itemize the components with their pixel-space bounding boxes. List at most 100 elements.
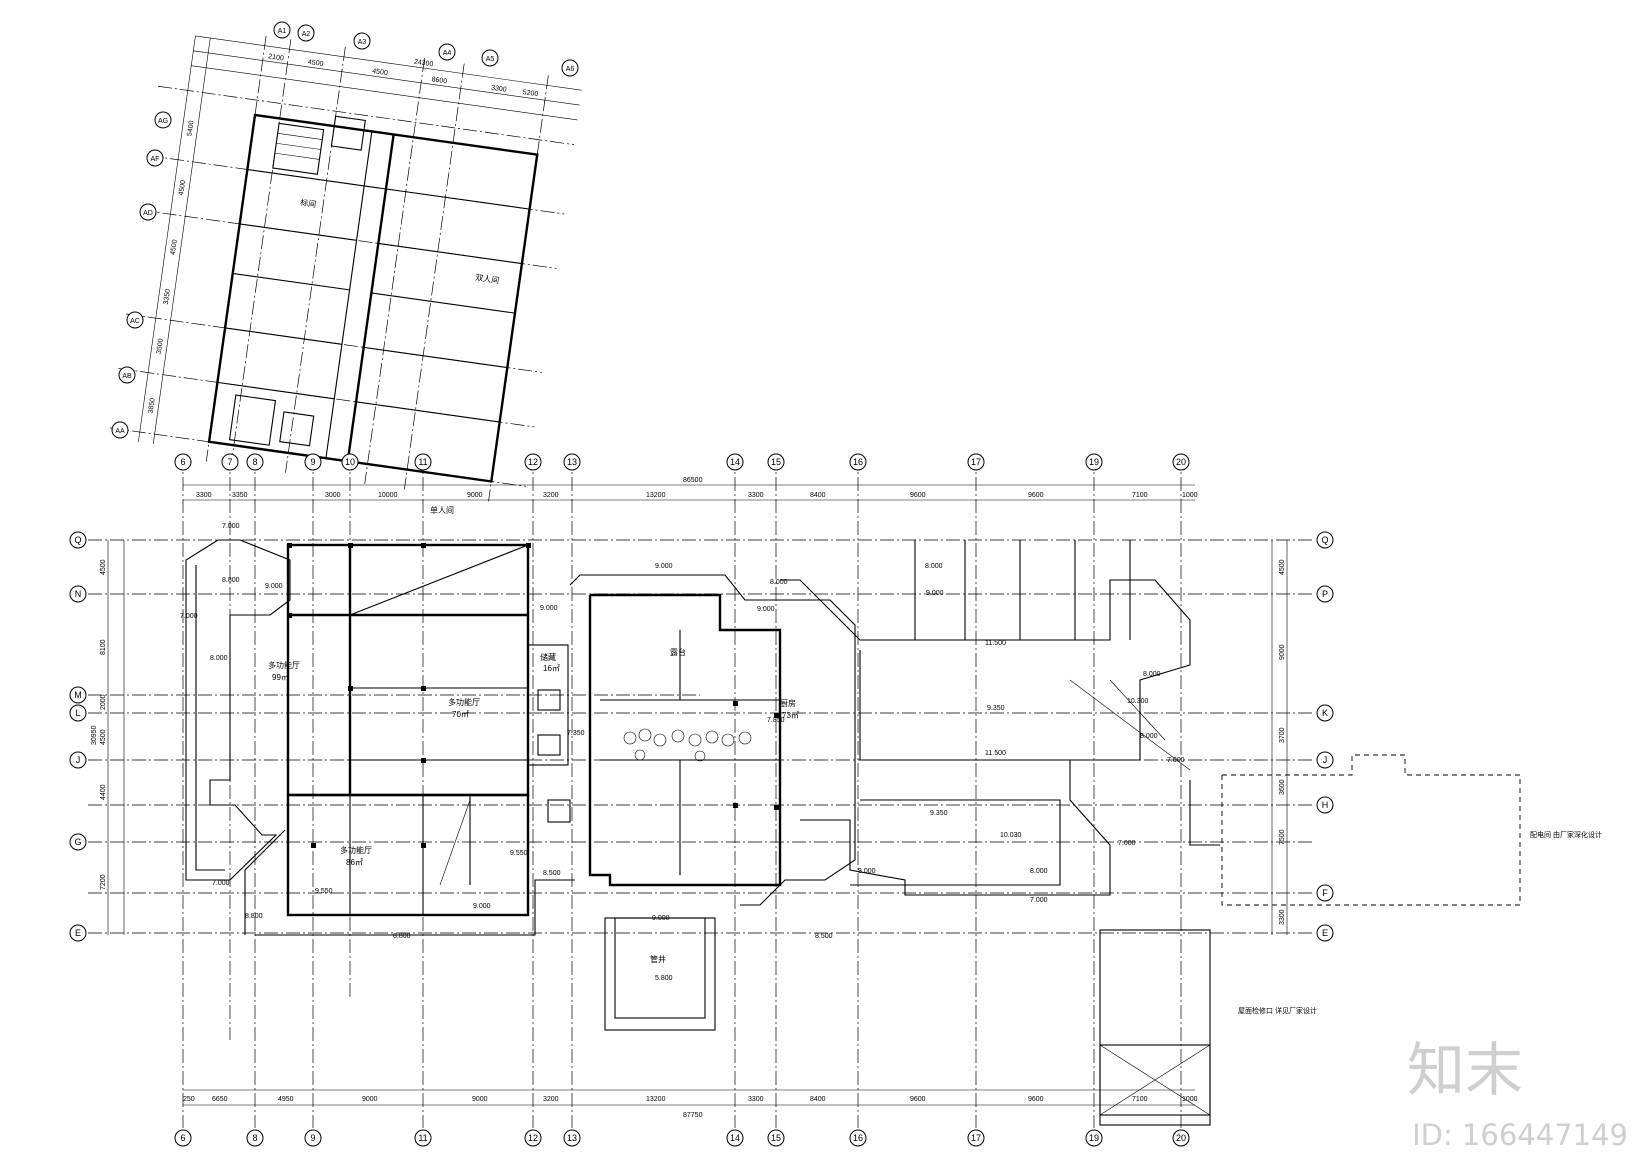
dimension-segment: 3200 xyxy=(543,492,559,499)
right-note: 配电间 由厂家深化设计 xyxy=(1530,830,1602,839)
room-label: 单人间 xyxy=(430,505,454,515)
grid-bubble: AB xyxy=(118,366,136,384)
dimension-segment: 1000 xyxy=(1182,1096,1198,1103)
dimension-segment: 5400 xyxy=(186,120,195,137)
svg-text:M: M xyxy=(74,690,82,700)
svg-text:Q: Q xyxy=(74,535,81,545)
grid-bubble: 15 xyxy=(767,453,785,471)
elevation-mark: 7.000 xyxy=(1118,840,1136,847)
grid-bubble: J xyxy=(1316,751,1334,769)
svg-text:17: 17 xyxy=(971,1133,981,1143)
svg-text:16: 16 xyxy=(853,1133,863,1143)
svg-text:G: G xyxy=(74,837,81,847)
grid-bubble: 19 xyxy=(1085,1129,1103,1147)
dimension-segment: 9000 xyxy=(362,1096,378,1103)
svg-text:N: N xyxy=(75,589,82,599)
dimension-total: 30950 xyxy=(91,725,98,745)
svg-text:A2: A2 xyxy=(302,31,311,38)
grid-bubble: 11 xyxy=(414,453,432,471)
svg-text:AG: AG xyxy=(158,118,168,125)
room-area: 16㎡ xyxy=(543,664,560,673)
svg-text:A6: A6 xyxy=(566,66,575,73)
grid-bubble: Q xyxy=(1316,531,1334,549)
grid-bubbles-right: Q P K J H F E xyxy=(1316,531,1334,942)
grid-bubble: M xyxy=(69,686,87,704)
elevation-mark: 8.000 xyxy=(1140,733,1158,740)
rotated-guestroom-wing xyxy=(109,35,582,502)
grid-bubble: K xyxy=(1316,704,1334,722)
dimension-segment: 3300 xyxy=(748,1096,764,1103)
svg-text:17: 17 xyxy=(971,457,981,467)
dimension-segment: 7200 xyxy=(100,874,107,890)
room-labels: 多功能厅 99㎡ 多功能厅 70㎡ 多功能厅 86㎡ 单人间 标间 双人间 储藏… xyxy=(268,197,799,964)
grid-bubble: A2 xyxy=(297,24,315,42)
elevation-mark: 9.000 xyxy=(926,590,944,597)
svg-text:L: L xyxy=(75,708,80,718)
grid-bubble: 6 xyxy=(174,453,192,471)
svg-text:AB: AB xyxy=(122,373,132,380)
svg-text:13: 13 xyxy=(567,457,577,467)
dimension-segment: 7500 xyxy=(1279,829,1286,845)
grid-bubble: J xyxy=(69,751,87,769)
dimension-segment: 13200 xyxy=(646,492,666,499)
dimension-segment: 8400 xyxy=(810,492,826,499)
grid-bubble: AG xyxy=(154,111,172,129)
grid-bubble: 8 xyxy=(246,453,264,471)
dimension-segment: 3850 xyxy=(147,397,156,414)
elevation-mark: 8.500 xyxy=(543,870,561,877)
grid-bubble: 9 xyxy=(304,453,322,471)
dimension-total: 24300 xyxy=(413,59,433,69)
svg-text:16: 16 xyxy=(853,457,863,467)
grid-bubbles-bottom: 6 8 9 11 12 13 14 15 16 17 19 20 xyxy=(174,1129,1190,1147)
dimension-segment: 2000 xyxy=(100,694,107,710)
grid-bubble: N xyxy=(69,585,87,603)
elevation-mark: 8.000 xyxy=(858,868,876,875)
svg-text:AC: AC xyxy=(130,318,140,325)
elevation-mark: 7.850 xyxy=(767,717,785,724)
elevation-mark: 7.000 xyxy=(212,880,230,887)
svg-text:J: J xyxy=(76,755,81,765)
dimension-segment: 3500 xyxy=(156,338,165,355)
grid-bubble: A3 xyxy=(353,32,371,50)
svg-text:AF: AF xyxy=(151,156,160,163)
elevation-mark: 7.000 xyxy=(1030,897,1048,904)
dimension-segment: 4500 xyxy=(1279,559,1286,575)
elevation-mark: 9.000 xyxy=(652,915,670,922)
svg-text:12: 12 xyxy=(528,457,538,467)
svg-text:A4: A4 xyxy=(443,50,452,57)
horizontal-axis-lines xyxy=(88,539,1315,934)
elevation-mark: 9.350 xyxy=(930,810,948,817)
dimension-segment: 1000 xyxy=(1182,492,1198,499)
dimension-segment: 9600 xyxy=(910,1096,926,1103)
annotation-notes: 配电间 由厂家深化设计 屋面检修口 详见厂家设计 xyxy=(1238,830,1602,1015)
elevation-mark: 8.000 xyxy=(770,579,788,586)
svg-text:11: 11 xyxy=(418,1133,427,1143)
grid-bubble: A4 xyxy=(438,43,456,61)
room-area: 86㎡ xyxy=(346,858,363,867)
dimension-segment: 3350 xyxy=(163,288,172,305)
dimension-lines xyxy=(107,484,1288,1106)
svg-text:J: J xyxy=(1323,755,1328,765)
grid-bubble: 10 xyxy=(341,453,359,471)
dimension-text: 86500 3300 3350 3000 10000 9000 3200 132… xyxy=(91,53,1286,1119)
grid-bubble: 16 xyxy=(849,453,867,471)
grid-bubble: 6 xyxy=(174,1129,192,1147)
elevation-mark: 7.350 xyxy=(567,730,585,737)
grid-bubble: AF xyxy=(146,149,164,167)
room-label: 多功能厅 xyxy=(340,845,372,855)
dimension-segment: 2100 xyxy=(268,53,285,62)
dimension-segment: 9600 xyxy=(1028,1096,1044,1103)
svg-text:Q: Q xyxy=(1321,535,1328,545)
grid-bubble: F xyxy=(1316,884,1334,902)
elevation-mark: 5.800 xyxy=(655,975,673,982)
room-label: 管井 xyxy=(650,954,666,964)
dimension-segment: 7100 xyxy=(1132,1096,1148,1103)
elevation-mark: 9.000 xyxy=(540,605,558,612)
grid-bubble: H xyxy=(1316,796,1334,814)
dimension-segment: 3300 xyxy=(1279,909,1286,925)
grid-bubble: 12 xyxy=(524,1129,542,1147)
grid-bubble: 8 xyxy=(246,1129,264,1147)
grid-bubble: 20 xyxy=(1172,1129,1190,1147)
grid-bubble: G xyxy=(69,833,87,851)
elevation-mark: 8.500 xyxy=(815,933,833,940)
